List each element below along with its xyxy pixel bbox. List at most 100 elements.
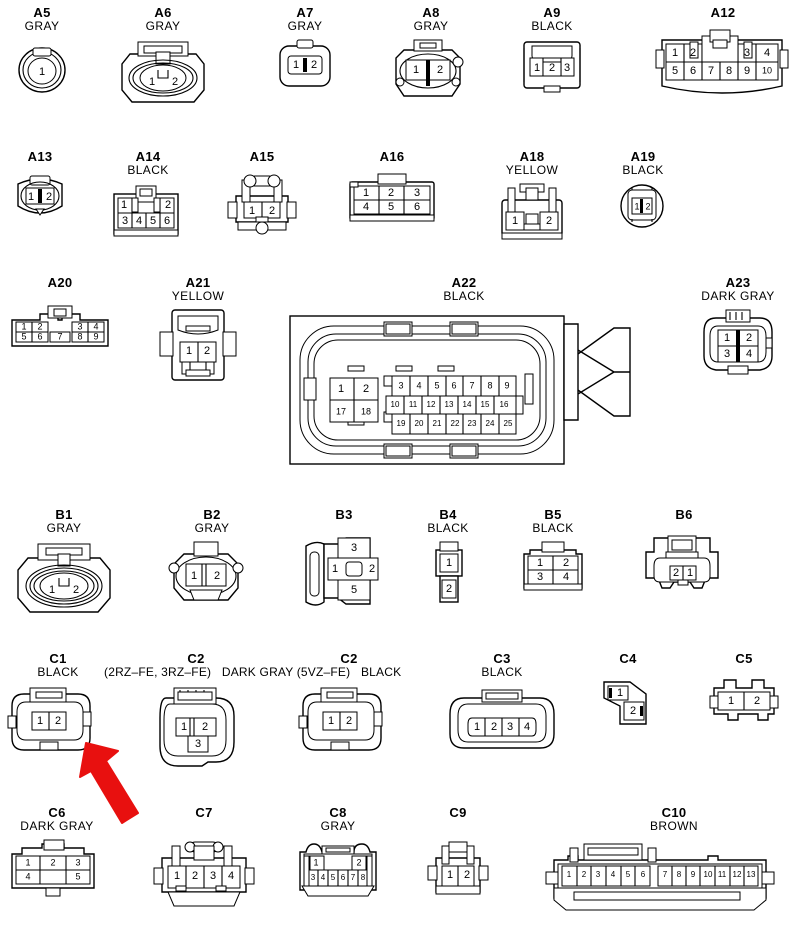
connector-B3-id: B3 <box>335 507 353 522</box>
connector-C2-2rz3rz[interactable]: C2 (2RZ–FE, 3RZ–FE) DARK GRAY 1 2 3 <box>104 652 293 767</box>
connector-B1-color: GRAY <box>46 520 82 535</box>
connector-A22-pin-20: 20 <box>415 419 424 428</box>
connector-C9[interactable]: C9 1 2 <box>416 806 500 904</box>
connector-B6[interactable]: B6 2 1 <box>636 508 732 600</box>
connector-A20-pin-1: 1 <box>21 321 26 331</box>
connector-C3[interactable]: C3 BLACK 1 2 3 4 <box>440 652 564 758</box>
connector-A9[interactable]: A9 BLACK 1 2 3 <box>506 6 598 98</box>
connector-C10-pin-5: 5 <box>626 870 631 879</box>
connector-A12[interactable]: A12 1 2 3 4 5 6 7 8 9 10 <box>644 6 802 106</box>
connector-A8[interactable]: A8 GRAY 1 2 <box>386 6 476 104</box>
connector-C2a-pin-3: 3 <box>195 738 201 750</box>
connector-A6-id: A6 <box>154 5 172 20</box>
connector-B5[interactable]: B5 BLACK 1 2 3 4 <box>510 508 596 598</box>
connector-C1[interactable]: C1 BLACK 1 2 <box>4 652 112 766</box>
connector-A22-pin-12: 12 <box>427 400 436 409</box>
connector-C2a-variant: (2RZ–FE, 3RZ–FE) <box>104 664 212 679</box>
connector-B6-pin-2: 2 <box>673 567 679 579</box>
connector-A13-drawing: 1 2 <box>4 166 76 228</box>
connector-C6-pin-5: 5 <box>75 872 80 882</box>
connector-A14-pin-6: 6 <box>164 215 170 227</box>
connector-A13-pin-1: 1 <box>28 191 34 203</box>
connector-A8-pin-1: 1 <box>413 64 419 76</box>
connector-C7[interactable]: C7 1 2 3 4 <box>146 806 262 912</box>
connector-A20-pin-6: 6 <box>37 331 42 341</box>
connector-B3-pin-3: 3 <box>351 542 357 554</box>
connector-A22-pin-15: 15 <box>481 400 490 409</box>
connector-C6[interactable]: C6 DARK GRAY 1 2 3 4 5 <box>4 806 110 900</box>
connector-A7-pin-2: 2 <box>311 59 317 71</box>
connector-B4-id: B4 <box>439 507 457 522</box>
connector-A18-pin-1: 1 <box>512 215 518 227</box>
connector-B4[interactable]: B4 BLACK 1 2 <box>412 508 484 608</box>
connector-C2-5vz[interactable]: C2 (5VZ–FE) BLACK 1 2 <box>284 652 414 766</box>
connector-C10-pin-3: 3 <box>596 870 601 879</box>
connector-C7-id: C7 <box>195 805 213 820</box>
connector-C10-pin-11: 11 <box>718 870 727 879</box>
connector-A23[interactable]: A23 DARK GRAY 1 2 3 4 <box>678 276 798 380</box>
connector-A9-pin-3: 3 <box>564 62 570 74</box>
connector-A16[interactable]: A16 1 2 3 4 5 6 <box>340 150 444 228</box>
connector-C10[interactable]: C10 BROWN 1 2 3 4 5 6 7 8 9 10 11 12 13 <box>540 806 808 920</box>
connector-A22-pin-1: 1 <box>338 383 344 395</box>
connector-A20[interactable]: A20 1 2 3 4 5 6 7 8 9 <box>4 276 116 354</box>
connector-C4[interactable]: C4 1 2 <box>588 652 668 732</box>
connector-A22-pin-7: 7 <box>469 381 474 391</box>
connector-B6-drawing: 2 1 <box>636 524 732 600</box>
connector-A6[interactable]: A6 GRAY 1 2 <box>108 6 218 108</box>
connector-C5[interactable]: C5 1 2 <box>696 652 792 732</box>
connector-A23-pin-3: 3 <box>724 348 730 360</box>
connector-A19[interactable]: A19 BLACK 1 2 <box>608 150 678 234</box>
connector-A16-pin-6: 6 <box>414 201 420 213</box>
connector-C6-drawing: 1 2 3 4 5 <box>4 834 110 900</box>
connector-A22-drawing: 1 2 17 18 3 4 5 6 7 8 9 10 11 12 13 14 1… <box>286 304 642 470</box>
connector-A21-id: A21 <box>185 275 211 290</box>
connector-C8-pin-3: 3 <box>311 873 316 882</box>
connector-A15-pin-2: 2 <box>269 205 275 217</box>
connector-C5-id: C5 <box>735 651 753 666</box>
connector-B3[interactable]: B3 3 1 2 5 <box>296 508 392 608</box>
connector-A22[interactable]: A22 BLACK 1 2 17 18 3 4 <box>286 276 642 470</box>
connector-C8-id: C8 <box>329 805 347 820</box>
connector-B1[interactable]: B1 GRAY 1 2 <box>6 508 122 616</box>
connector-C2b-pin-2: 2 <box>346 715 352 727</box>
connector-A13[interactable]: A13 1 2 <box>4 150 76 228</box>
connector-A18-id: A18 <box>519 149 545 164</box>
connector-C10-pin-13: 13 <box>747 870 756 879</box>
connector-C10-pin-7: 7 <box>663 870 668 879</box>
connector-A21[interactable]: A21 YELLOW 1 2 <box>150 276 246 384</box>
connector-A19-pin-1: 1 <box>634 202 639 212</box>
connector-C2a-color: DARK GRAY <box>221 664 294 679</box>
connector-A22-pin-9: 9 <box>504 381 509 391</box>
connector-B2[interactable]: B2 GRAY 1 2 <box>160 508 264 612</box>
connector-A9-color: BLACK <box>531 18 573 33</box>
connector-C7-pin-4: 4 <box>228 870 234 882</box>
connector-A20-pin-7: 7 <box>57 331 62 341</box>
connector-A22-pin-16: 16 <box>500 400 509 409</box>
connector-C8-color: GRAY <box>320 818 356 833</box>
connector-A7[interactable]: A7 GRAY 1 2 <box>266 6 344 92</box>
connector-A12-pin-9: 9 <box>744 65 750 77</box>
connector-A23-pin-2: 2 <box>746 332 752 344</box>
connector-B1-id: B1 <box>55 507 73 522</box>
connector-C4-pin-1: 1 <box>617 687 623 699</box>
connector-A12-pin-10: 10 <box>762 65 772 75</box>
connector-A21-drawing: 1 2 <box>150 304 246 384</box>
connector-C1-color: BLACK <box>37 664 79 679</box>
connector-B6-pin-1: 1 <box>687 567 693 579</box>
connector-A14-pin-5: 5 <box>150 215 156 227</box>
connector-A21-pin-1: 1 <box>186 345 192 357</box>
connector-C8[interactable]: C8 GRAY 1 2 3 4 5 6 7 8 <box>288 806 388 906</box>
connector-A18[interactable]: A18 YELLOW 1 2 <box>486 150 578 244</box>
connector-A14[interactable]: A14 BLACK 1 2 3 4 5 6 <box>100 150 196 240</box>
connector-A5[interactable]: A5 GRAY 1 <box>6 6 78 100</box>
connector-A15[interactable]: A15 1 2 <box>218 150 306 240</box>
connector-C2a-pin-1: 1 <box>181 721 187 733</box>
connector-A22-pin-24: 24 <box>486 419 495 428</box>
connector-B5-pin-2: 2 <box>563 557 569 569</box>
connector-A19-id: A19 <box>630 149 656 164</box>
red-arrow-annotation <box>78 735 168 825</box>
connector-C10-pin-8: 8 <box>677 870 682 879</box>
connector-C8-pin-2: 2 <box>356 858 361 868</box>
connector-C10-pin-1: 1 <box>567 870 572 879</box>
